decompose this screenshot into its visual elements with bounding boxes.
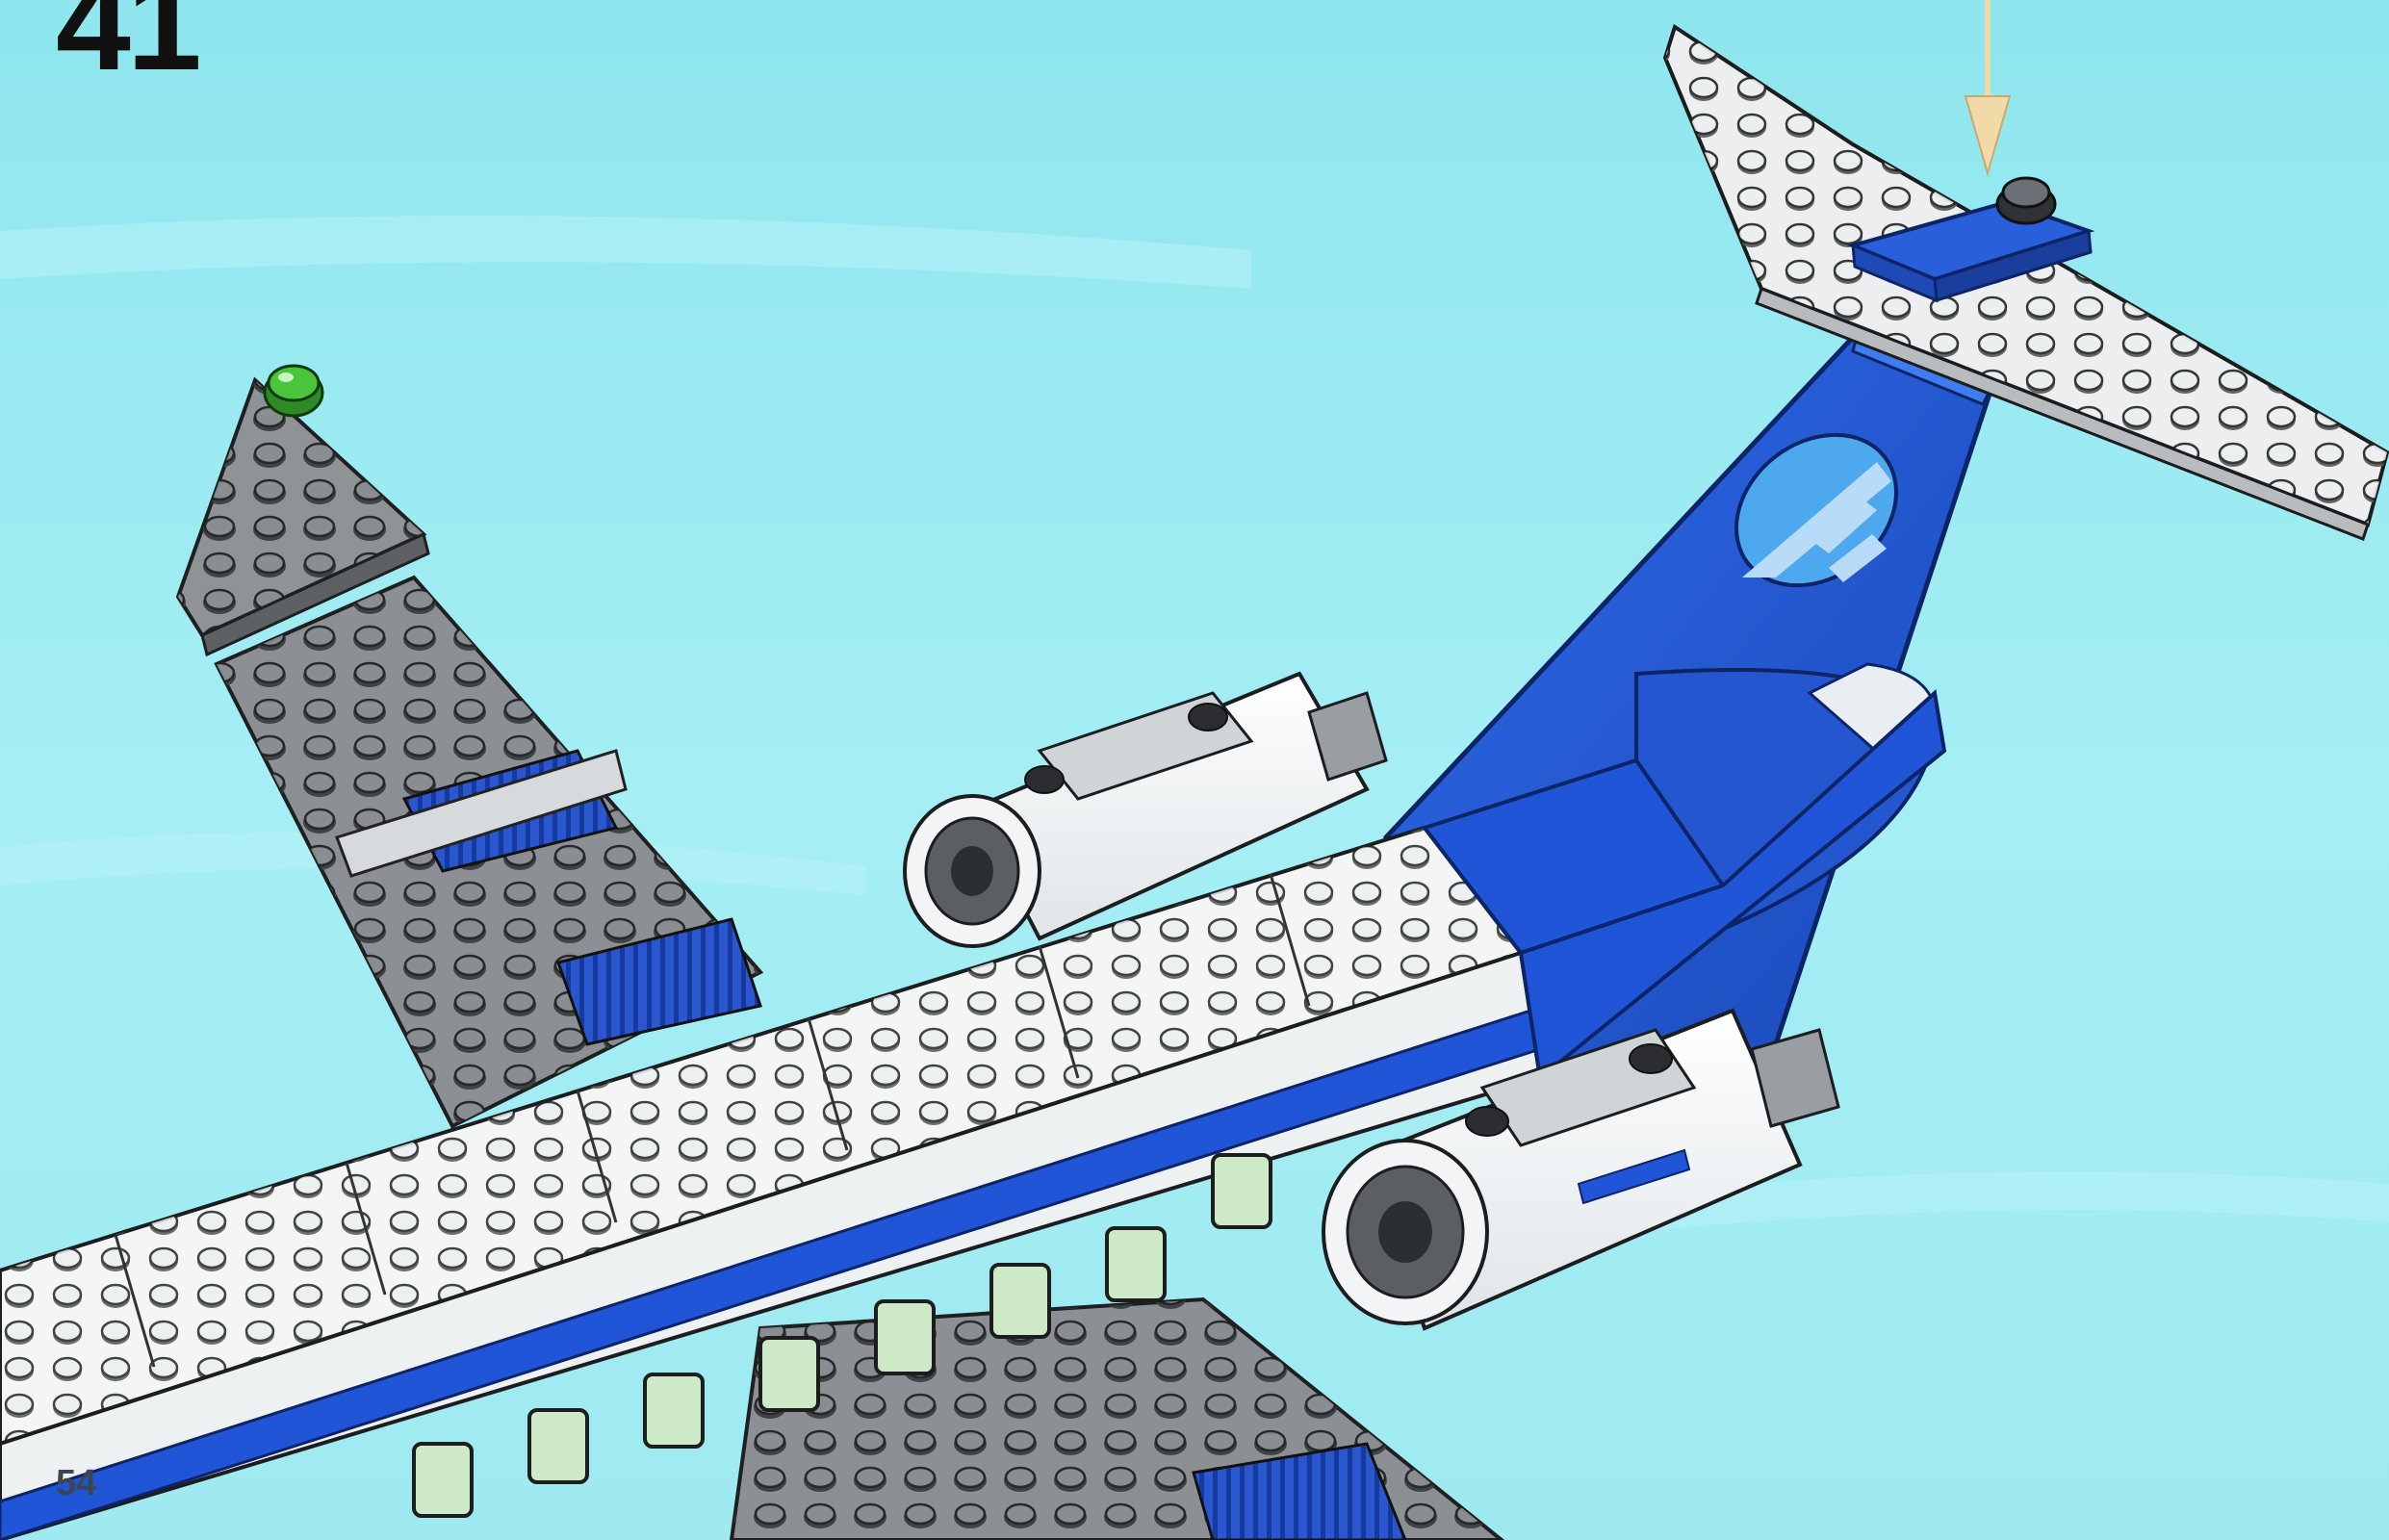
page-number: 54 — [56, 1465, 96, 1502]
nav-light-green — [265, 366, 322, 416]
step-number: 41 — [56, 0, 198, 90]
